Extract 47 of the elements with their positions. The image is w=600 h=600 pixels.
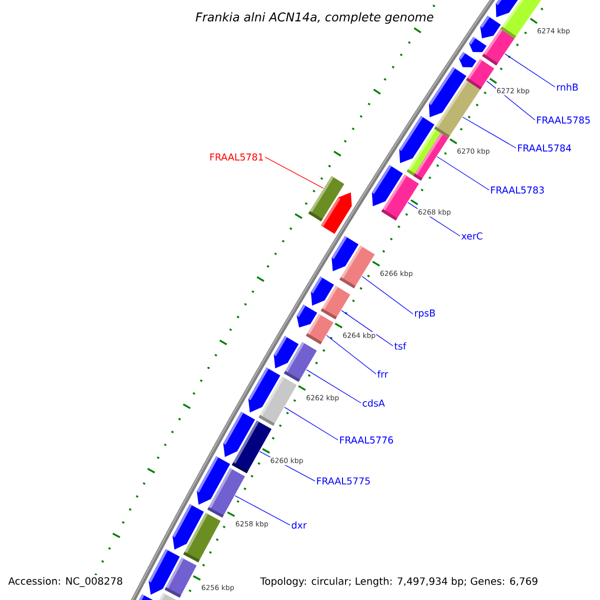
- leader-line: [306, 369, 362, 404]
- gene-bar: [339, 245, 375, 288]
- gene-label: FRAAL5785: [537, 116, 590, 124]
- leader-line: [284, 406, 338, 440]
- gene-bar: [306, 314, 334, 344]
- leader-line: [436, 156, 490, 190]
- gene-block: [296, 304, 318, 328]
- gene-label: rnhB: [557, 83, 578, 91]
- gene-label: dxr: [292, 521, 307, 529]
- leader-line: [462, 116, 516, 148]
- gene-label: frr: [377, 370, 388, 378]
- leader-line: [234, 495, 290, 526]
- leader-line: [362, 276, 414, 314]
- gene-label: cdsA: [362, 399, 385, 407]
- gene-block: [496, 0, 518, 18]
- gene-bar: [284, 342, 317, 382]
- gene-bar: [482, 28, 514, 66]
- gene-bar: [258, 376, 297, 426]
- gene-block: [469, 36, 487, 52]
- gene-label: xerC: [461, 232, 482, 240]
- gene-block: [458, 52, 476, 68]
- title: Frankia alni ACN14a, complete genome: [193, 10, 436, 26]
- gene-label: rpsB: [415, 310, 435, 318]
- gene-bar: [381, 174, 419, 221]
- gene-bar: [434, 80, 480, 138]
- accession-text: Accession: NC_008278: [6, 575, 125, 589]
- gene-block: [480, 16, 501, 38]
- gene-label: FRAAL5776: [340, 436, 393, 444]
- leader-line: [504, 53, 556, 88]
- gene-label: FRAAL5784: [518, 144, 572, 152]
- leader-line: [326, 335, 376, 374]
- gene-bar: [320, 286, 350, 320]
- gene-bar: [207, 468, 245, 518]
- gene-bar: [413, 133, 448, 181]
- leader-line: [341, 310, 394, 346]
- gene-label: tsf: [394, 342, 406, 350]
- gene-block: [320, 192, 352, 234]
- gene-bar: [232, 420, 272, 474]
- gene-label: FRAAL5781: [210, 153, 263, 161]
- summary-text: Topology: circular; Length: 7,497,934 bp; Genes: 6,769: [258, 575, 540, 589]
- gene-bar: [183, 512, 221, 562]
- gene-bar: [164, 558, 197, 598]
- gene-block: [139, 594, 153, 600]
- gene-label: FRAAL5775: [317, 477, 370, 485]
- gene-label: FRAAL5783: [491, 186, 544, 194]
- leader-line: [264, 156, 324, 189]
- gene-bar: [159, 592, 176, 600]
